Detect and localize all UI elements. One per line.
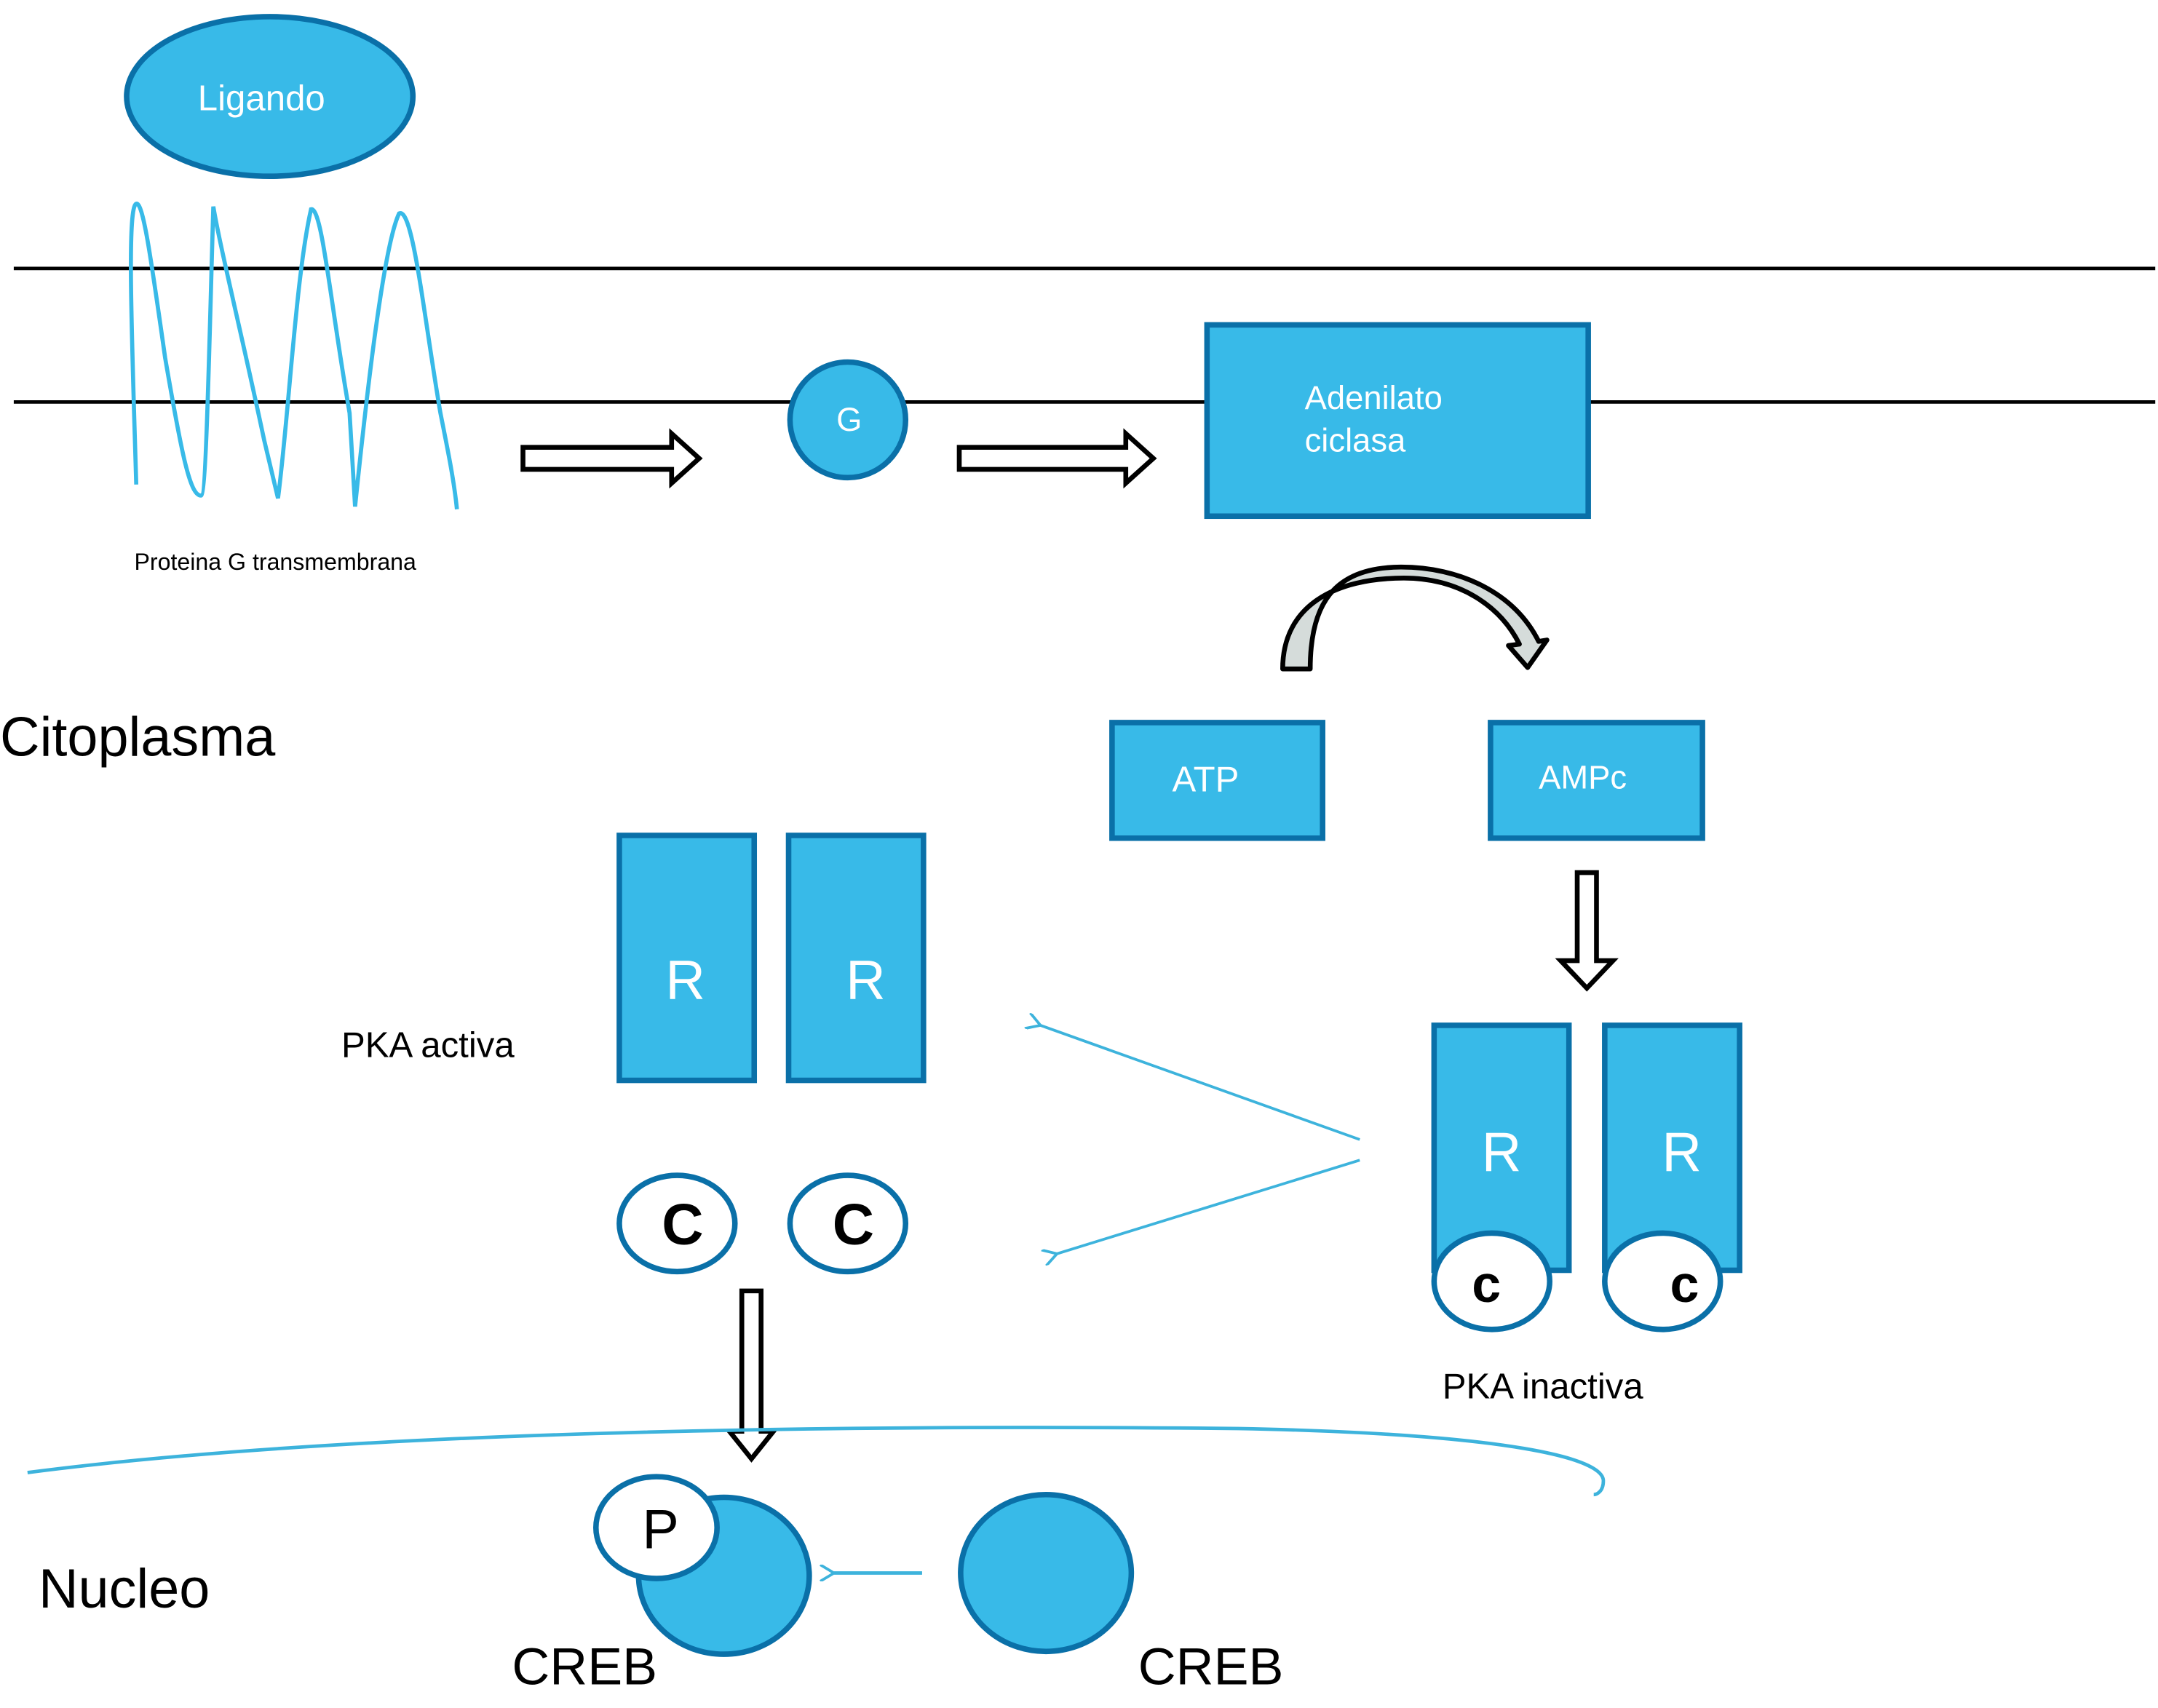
c-label: c	[1670, 1255, 1699, 1314]
arrow-camp-to-pka	[1555, 870, 1619, 992]
arrow-g-to-adenylate-cyclase	[956, 428, 1157, 489]
pka-active-catalytic-2: C	[787, 1172, 909, 1275]
c-label: c	[1472, 1255, 1501, 1314]
curved-arrow-atp-to-camp	[1280, 564, 1550, 672]
pka-inactive-subunit-2: R c	[1602, 1022, 1742, 1332]
pka-active-catalytic-1: C	[616, 1172, 738, 1275]
c-label: C	[833, 1192, 874, 1257]
camp-box: AMPc	[1488, 720, 1705, 841]
arrow-to-catalytic	[1057, 1159, 1360, 1254]
r-label: R	[1662, 1122, 1702, 1183]
cytoplasm-label: Citoplasma	[0, 707, 276, 768]
g-protein: G	[787, 359, 909, 481]
pka-active-regulatory-1: R	[616, 833, 758, 1084]
adenylate-cyclase-label-line2: ciclasa	[1305, 421, 1406, 458]
nuclear-envelope	[27, 1426, 1606, 1497]
ligand-label: Ligando	[198, 78, 325, 118]
r-label: R	[1482, 1122, 1522, 1183]
r-label: R	[846, 950, 886, 1012]
arrow-receptor-to-g	[520, 428, 703, 489]
pka-active-regulatory-2: R	[785, 833, 927, 1084]
creb-unphosphorylated-label: CREB	[1138, 1638, 1284, 1696]
gpcr-transmembrane-helix	[129, 202, 459, 510]
nucleus-label: Nucleo	[39, 1559, 210, 1620]
arrow-to-regulatory	[1041, 1025, 1360, 1141]
atp-label: ATP	[1172, 759, 1239, 799]
atp-box: ATP	[1109, 720, 1325, 841]
r-label: R	[665, 950, 705, 1012]
g-protein-label: G	[836, 401, 862, 438]
arrow-catalytic-to-creb	[724, 1288, 779, 1463]
creb-phosphorylated-label: CREB	[512, 1638, 657, 1696]
creb-phosphorylated: P	[592, 1474, 812, 1657]
phosphate-label: P	[642, 1499, 678, 1560]
adenylate-cyclase: Adenilato ciclasa	[1204, 322, 1591, 520]
ligand: Ligando	[124, 14, 416, 179]
pka-inactive-label: PKA inactiva	[1443, 1366, 1644, 1406]
pka-inactive-subunit-1: R c	[1431, 1022, 1572, 1332]
c-label: C	[662, 1192, 703, 1257]
receptor-label: Proteina G transmembrana	[134, 549, 416, 575]
adenylate-cyclase-label-line1: Adenilato	[1305, 379, 1443, 416]
creb-unphosphorylated	[958, 1491, 1135, 1655]
camp-label: AMPc	[1539, 759, 1627, 796]
pka-active-label: PKA activa	[341, 1025, 515, 1065]
